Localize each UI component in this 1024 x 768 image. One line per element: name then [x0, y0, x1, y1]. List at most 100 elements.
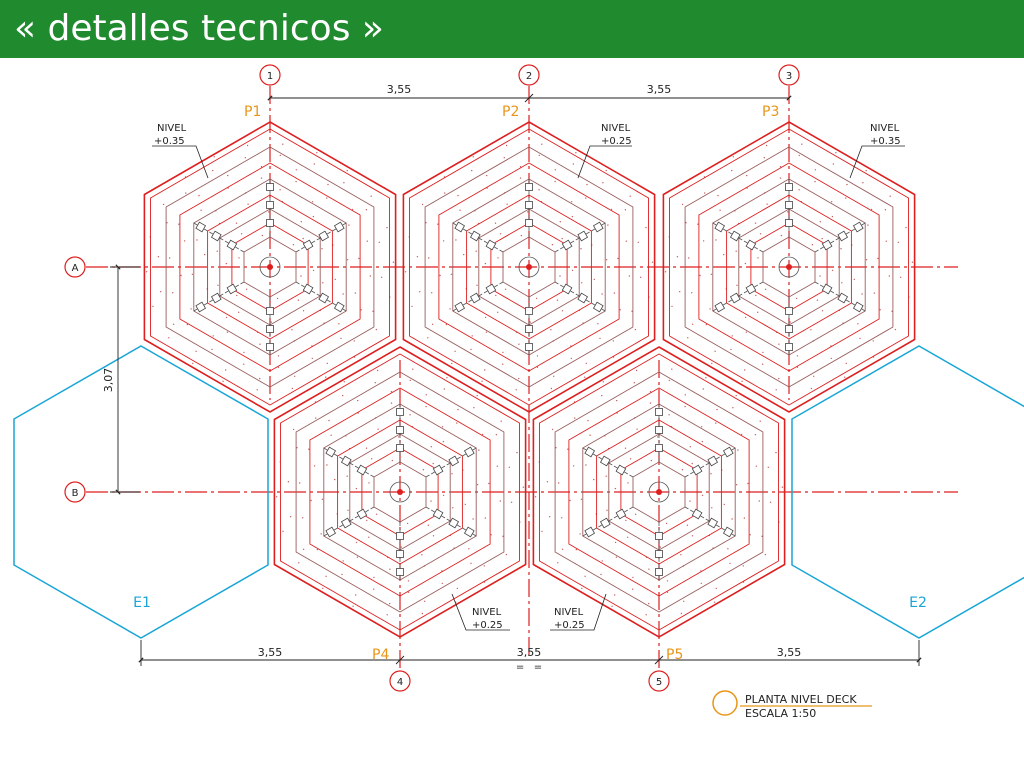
deck-dot: [536, 366, 539, 368]
deck-dot: [763, 157, 765, 159]
deck-dot: [616, 399, 618, 402]
deck-dot: [294, 375, 296, 377]
deck-dot: [225, 316, 228, 319]
deck-dot: [198, 194, 200, 197]
deck-dot: [277, 366, 280, 368]
level-leader-p5: [550, 593, 607, 631]
deck-dot: [764, 553, 767, 556]
deck-dot: [291, 329, 293, 331]
grid-axes: [86, 86, 958, 670]
deck-dot: [571, 269, 574, 272]
deck-dot: [424, 600, 426, 602]
deck-dot: [486, 174, 488, 177]
joist-bracket: [599, 517, 611, 529]
deck-dot: [456, 422, 458, 424]
deck-dot: [325, 376, 327, 378]
deck-dot: [554, 180, 556, 183]
deck-dot: [627, 536, 629, 538]
platform-ring: [179, 162, 361, 372]
deck-dot: [451, 473, 453, 475]
deck-dot: [579, 533, 581, 535]
dim-text-bottom-center: 3,55: [517, 646, 542, 659]
deck-dot: [624, 209, 627, 211]
deck-dot: [238, 257, 240, 259]
platform-p5: [532, 346, 786, 638]
deck-dot: [742, 565, 744, 567]
deck-dot: [343, 381, 345, 383]
deck-dot: [279, 154, 281, 157]
deck-dot: [326, 464, 328, 466]
deck-dot: [505, 553, 508, 556]
deck-dot: [292, 244, 295, 246]
deck-dot: [580, 248, 582, 250]
joist-bracket: [325, 526, 337, 538]
deck-dot: [541, 530, 543, 533]
deck-dot: [355, 594, 357, 596]
deck-dot: [607, 224, 609, 226]
level-value-p5: +0.25: [554, 620, 585, 631]
deck-dot: [186, 323, 189, 326]
grid-bubble-2: [518, 64, 540, 86]
deck-dot: [299, 482, 301, 484]
deck-dot: [518, 377, 520, 380]
level-annotations: NIVEL +0.35 NIVEL +0.25 NIVEL +0.35 NIVE…: [152, 123, 905, 631]
deck-dot: [297, 299, 300, 301]
deck-dot: [684, 405, 686, 408]
deck-dot: [659, 546, 661, 548]
deck-dot: [295, 180, 297, 183]
deck-dot: [699, 274, 701, 277]
deck-dot: [778, 377, 780, 380]
deck-dot: [885, 240, 887, 242]
deck-dot: [238, 311, 240, 313]
deck-dot: [541, 143, 543, 145]
deck-dot: [697, 223, 699, 225]
joist-bracket: [356, 464, 368, 476]
joist-bracket: [266, 219, 274, 227]
joist-bracket: [584, 526, 596, 538]
deck-dot: [326, 362, 328, 365]
platform-p3: [662, 121, 916, 413]
pivot-ring: [648, 481, 670, 503]
deck-dot: [561, 517, 563, 519]
page-title: « detalles tecnicos »: [14, 8, 384, 49]
deck-dot: [360, 309, 362, 311]
deck-dot: [648, 602, 650, 605]
deck-dot: [845, 362, 847, 365]
deck-dot: [891, 310, 893, 312]
existing-hex-e2: [791, 345, 1024, 639]
deck-dot: [872, 340, 874, 342]
deck-dot: [649, 391, 652, 393]
deck-dot: [495, 434, 498, 436]
deck-dot: [704, 192, 706, 194]
deck-dot: [561, 310, 564, 312]
joist-bracket: [785, 325, 793, 333]
deck-dot: [180, 274, 182, 277]
deck-dot: [715, 239, 717, 241]
deck-dot: [409, 414, 411, 416]
joist-bracket: [655, 426, 663, 434]
deck-dot: [386, 226, 388, 229]
joist-bracket: [691, 464, 703, 476]
joist-bracket: [302, 239, 314, 251]
deck-dot: [668, 414, 670, 416]
deck-dot: [416, 256, 419, 258]
deck-dot: [316, 152, 318, 154]
deck-dot: [506, 203, 508, 205]
deck-dot: [212, 169, 214, 172]
deck-dot: [372, 310, 374, 312]
deck-dot: [499, 500, 501, 502]
deck-dot: [614, 541, 617, 544]
deck-dot: [277, 355, 280, 357]
deck-dot: [889, 195, 891, 197]
deck-dot: [449, 308, 451, 310]
pivot-center: [526, 264, 532, 270]
deck-dot: [689, 446, 691, 448]
deck-dot: [759, 233, 762, 235]
deck-dot: [497, 257, 499, 259]
deck-dot: [516, 451, 518, 454]
deck-dot: [884, 209, 887, 211]
deck-dot: [691, 535, 694, 537]
pivot-ring: [389, 481, 411, 503]
deck-dot: [861, 293, 863, 295]
